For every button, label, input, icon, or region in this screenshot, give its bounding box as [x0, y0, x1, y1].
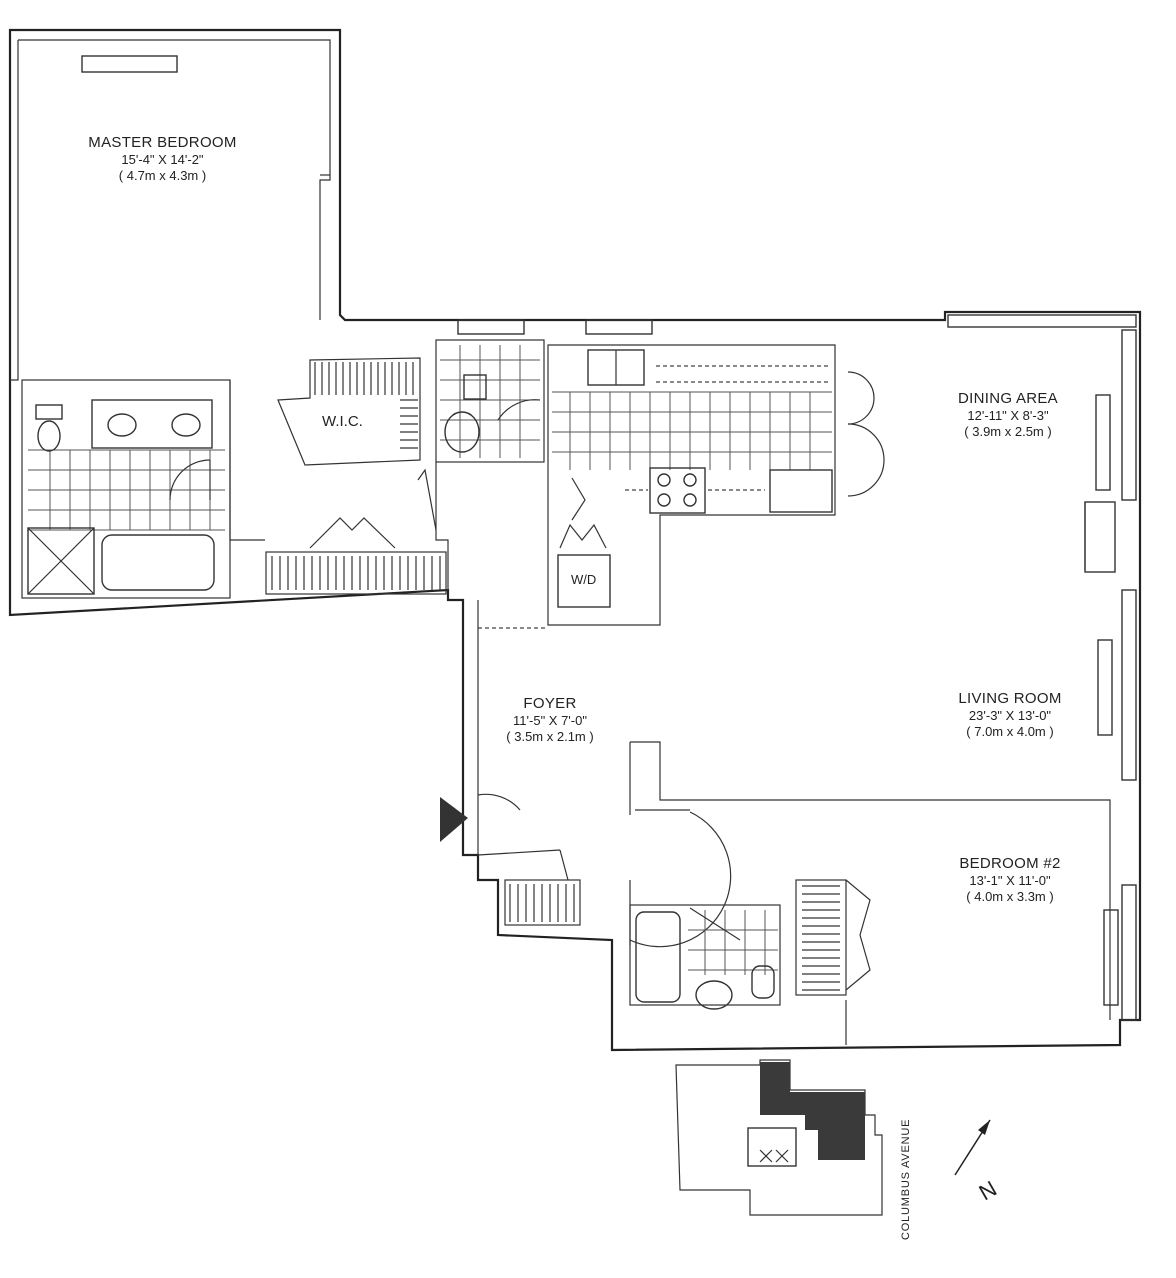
double-vanity — [91, 399, 213, 449]
room-dimensions-metric: ( 4.0m x 3.3m ) — [966, 888, 1054, 904]
room-name: MASTER BEDROOM — [88, 134, 237, 151]
north-arrow-icon — [954, 1119, 991, 1176]
hall-closet — [265, 517, 447, 595]
toilet-icon — [37, 420, 61, 452]
bathtub-icon — [101, 534, 215, 591]
label-foyer: FOYER 11'-5" X 7'-0" ( 3.5m x 2.1m ) — [490, 695, 610, 744]
key-plan — [675, 1059, 883, 1216]
room-name: FOYER — [523, 695, 577, 712]
range-stove-icon — [649, 467, 706, 514]
sink-icon — [695, 980, 733, 1010]
sink-icon — [444, 411, 480, 453]
label-dining-area: DINING AREA 12'-11" X 8'-3" ( 3.9m x 2.5… — [938, 390, 1078, 439]
toilet-tank-icon — [35, 404, 63, 420]
entry-arrow-icon — [440, 797, 468, 842]
room-dimensions-metric: ( 3.9m x 2.5m ) — [964, 423, 1052, 439]
toilet-icon — [463, 374, 487, 400]
master-bathroom — [21, 379, 231, 599]
room-name: BEDROOM #2 — [959, 855, 1061, 872]
unit-location-highlight — [760, 1062, 865, 1160]
bath-tiles — [28, 449, 225, 531]
elevator-core — [747, 1127, 797, 1167]
room-name: LIVING ROOM — [958, 690, 1062, 707]
window — [585, 319, 653, 335]
room-dimensions-metric: ( 7.0m x 4.0m ) — [966, 723, 1054, 739]
bedroom-2-closet — [795, 879, 871, 1045]
room-dimensions: 23'-3" X 13'-0" — [968, 708, 1052, 723]
room-dimensions: 11'-5" X 7'-0" — [513, 713, 587, 728]
east-windows — [947, 314, 1137, 1021]
powder-room — [435, 319, 545, 463]
label-washer-dryer: W/D — [571, 572, 597, 587]
refrigerator-icon — [769, 469, 833, 513]
room-name: DINING AREA — [958, 390, 1058, 407]
kitchen — [478, 319, 885, 629]
room-dimensions: 15'-4" X 14'-2" — [121, 152, 204, 167]
sink-icon — [171, 413, 201, 437]
shower-stall — [27, 527, 95, 595]
washer-dryer — [557, 554, 611, 608]
label-bedroom-2: BEDROOM #2 13'-1" X 11'-0" ( 4.0m x 3.3m… — [940, 855, 1080, 904]
window — [457, 319, 525, 335]
bathtub-icon — [635, 911, 681, 1003]
label-master-bedroom: MASTER BEDROOM 15'-4" X 14'-2" ( 4.7m x … — [80, 134, 245, 183]
label-living-room: LIVING ROOM 23'-3" X 13'-0" ( 7.0m x 4.0… — [940, 690, 1080, 739]
walk-in-closet — [277, 357, 421, 466]
window-master-bedroom — [81, 55, 178, 73]
door-swing — [169, 459, 211, 501]
street-label: COLUMBUS AVENUE — [900, 1118, 912, 1240]
label-wic: W.I.C. — [322, 413, 363, 430]
toilet-icon — [751, 965, 775, 999]
room-dimensions: 12'-11" X 8'-3" — [967, 408, 1049, 423]
room-dimensions-metric: ( 3.5m x 2.1m ) — [506, 728, 594, 744]
sink-icon — [107, 413, 137, 437]
room-dimensions: 13'-1" X 11'-0" — [969, 873, 1051, 888]
interior-walls — [229, 380, 1116, 1020]
room-dimensions-metric: ( 4.7m x 4.3m ) — [118, 167, 207, 183]
bedroom-2-bathroom — [629, 904, 781, 1010]
foyer-entry — [440, 793, 581, 926]
